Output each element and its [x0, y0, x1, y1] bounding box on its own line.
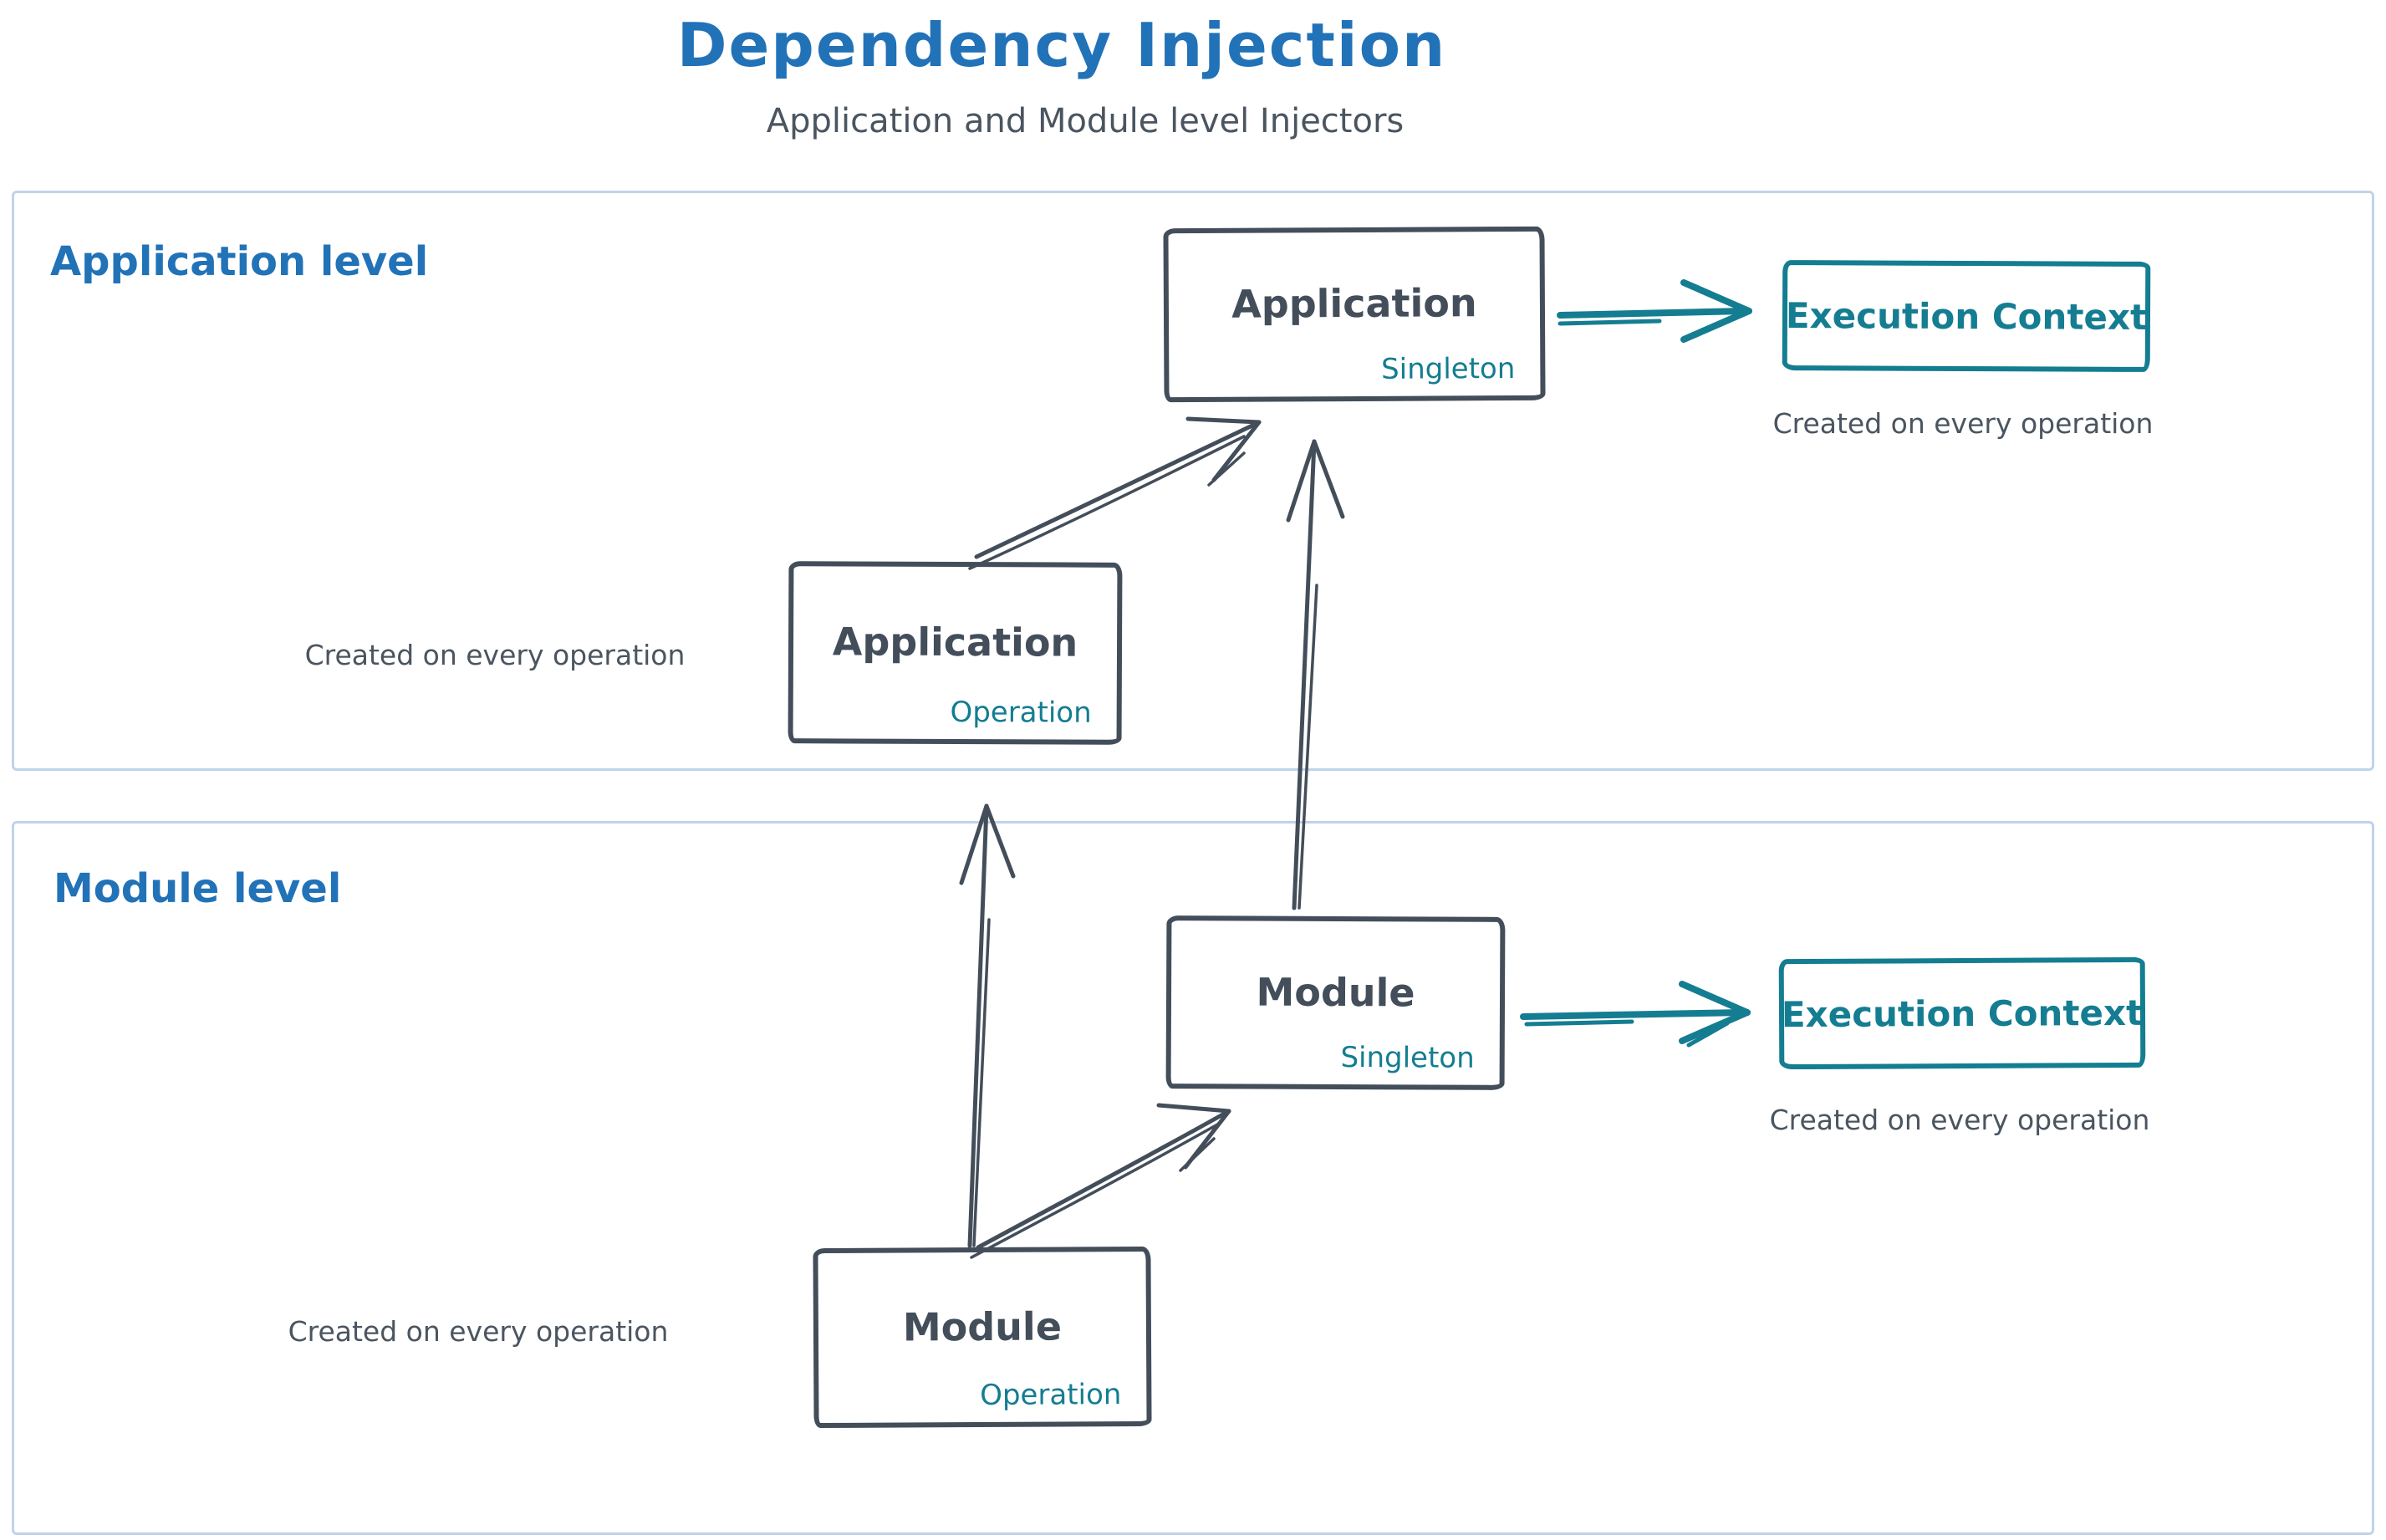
diagram-subtitle: Application and Module level Injectors	[766, 102, 1405, 140]
application-level-container	[12, 191, 2374, 771]
application-operation-box: Application Operation	[788, 561, 1123, 745]
module-operation-note: Created on every operation	[288, 1315, 669, 1348]
application-level-label: Application level	[50, 238, 429, 285]
application-execution-context-box: Execution Context	[1782, 260, 2151, 372]
application-operation-scope: Operation	[950, 695, 1092, 730]
application-singleton-scope: Singleton	[1381, 351, 1516, 386]
module-singleton-scope: Singleton	[1340, 1041, 1475, 1075]
module-singleton-title: Module	[1256, 969, 1415, 1015]
diagram-title: Dependency Injection	[676, 10, 1447, 80]
module-operation-box: Module Operation	[813, 1246, 1152, 1429]
module-singleton-box: Module Singleton	[1165, 915, 1506, 1090]
application-singleton-title: Application	[1231, 280, 1477, 327]
module-operation-scope: Operation	[980, 1378, 1122, 1413]
application-operation-title: Application	[832, 619, 1078, 665]
module-operation-title: Module	[902, 1303, 1063, 1349]
application-operation-note: Created on every operation	[304, 639, 686, 671]
application-execution-context-label: Execution Context	[1785, 294, 2148, 338]
application-singleton-box: Application Singleton	[1163, 226, 1546, 403]
module-level-label: Module level	[54, 865, 342, 912]
module-execution-context-box: Execution Context	[1778, 956, 2146, 1070]
application-execution-context-note: Created on every operation	[1772, 407, 2154, 440]
module-execution-context-label: Execution Context	[1781, 992, 2144, 1035]
module-execution-context-note: Created on every operation	[1769, 1104, 2150, 1136]
module-level-container	[12, 821, 2374, 1535]
